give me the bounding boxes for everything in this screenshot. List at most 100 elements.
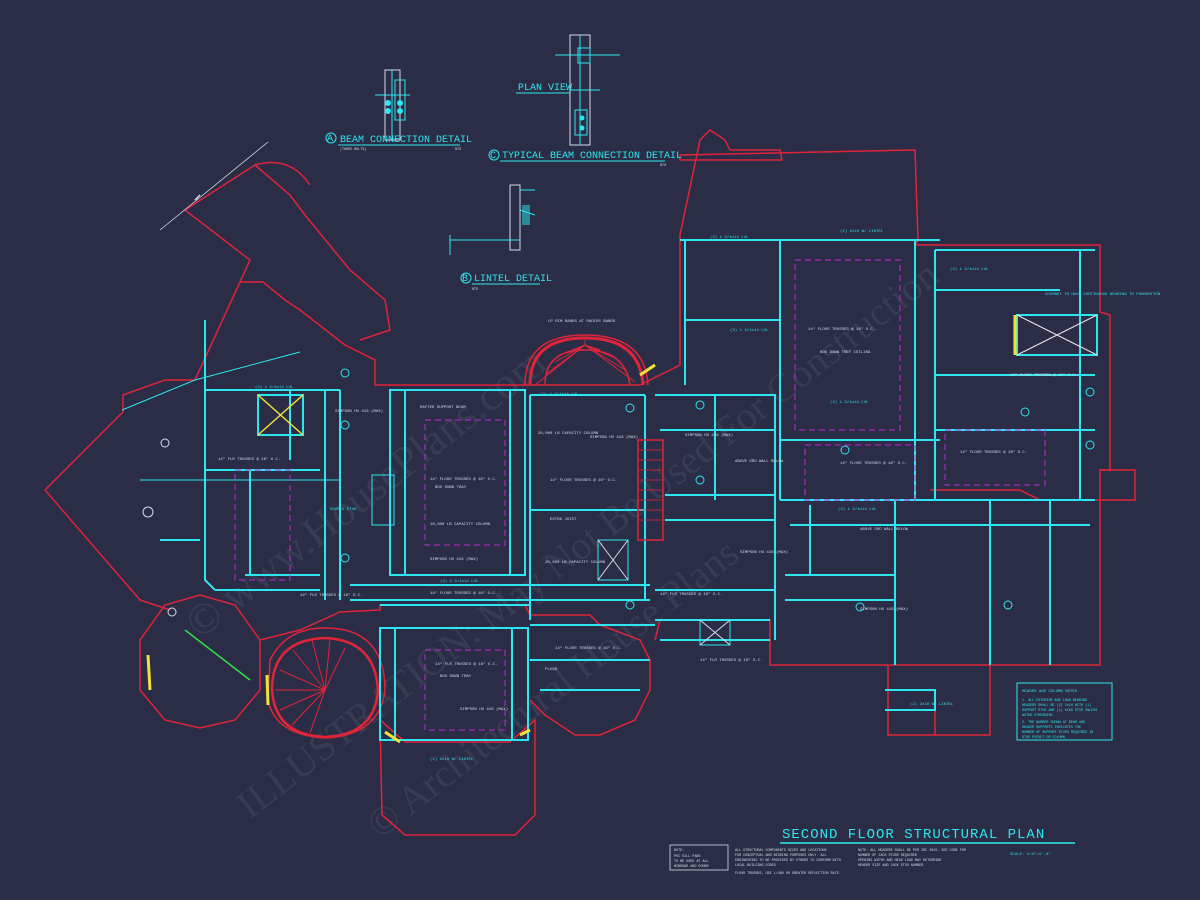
lintel-detail: B LINTEL DETAIL NTS bbox=[449, 184, 552, 292]
stair-boxes bbox=[257, 314, 1098, 646]
typical-beam-detail: PLAN VIEW C TYPICAL BEAM CONNECTION DETA… bbox=[488, 34, 682, 168]
bottom-col2-line-1: NOTE: ALL HEADERS SHALL BE PER IRC 2015.… bbox=[858, 849, 966, 853]
note-box-line-3: WINDOWS AND DOORS bbox=[674, 865, 709, 869]
highlights bbox=[146, 315, 1017, 744]
bottom-col3: FLOOR TRUSSES, USE L/480 OR GREATER DEFL… bbox=[735, 871, 841, 876]
callout-simpson-2: SIMPSON HU 416 (MAX) bbox=[430, 557, 478, 562]
spiral-stair-top bbox=[528, 336, 645, 386]
callout-box-tray-1: BOX DOWN TRAY bbox=[435, 486, 467, 490]
callout-column-3: 20,000 LB CAPACITY COLUMN bbox=[545, 561, 606, 565]
callout-flr-trusses-2: 14" FLR TRUSSES @ 16" O.C. bbox=[300, 593, 362, 598]
plan-view-title: PLAN VIEW bbox=[518, 83, 572, 94]
header-note-line-6: HEADER SUPPORTS INDICATES THE bbox=[1022, 726, 1081, 730]
beam-connection-title: BEAM CONNECTION DETAIL bbox=[340, 135, 472, 146]
note-label: NOTE: bbox=[674, 849, 684, 853]
beam-connection-sub: (THREE BOLTS) bbox=[340, 147, 366, 152]
callout-lvl-7: (2) 1 3/4x14 LVL bbox=[440, 579, 479, 584]
callout-flr-trusses-4: 14" FLR TRUSSES @ 16" O.C. bbox=[218, 457, 280, 462]
header-note-line-3: SUPPORT STUD AND (1) KING STUD UNLESS bbox=[1022, 708, 1097, 713]
callout-flr-trusses-1: 14" FLR TRUSSES @ 16" O.C. bbox=[660, 592, 722, 597]
section-line bbox=[159, 141, 269, 231]
bottom-col1-line-2: FOR CONCEPTUAL AND BIDDING PURPOSES ONLY… bbox=[735, 854, 827, 858]
callout-lvl-1: (2) 1 3/4x14 LVL bbox=[540, 392, 579, 397]
header-note-line-8: STUD POCKET OR COLUMN. bbox=[1022, 736, 1067, 740]
callout-box-tray-2: BOX DOWN TRAY bbox=[440, 675, 472, 679]
callout-floor-trusses-6: 14" FLOOR TRUSSES @ 16" O.C. bbox=[1010, 373, 1077, 378]
structural-beams bbox=[121, 239, 1095, 741]
spiral-stair-bottom bbox=[270, 636, 380, 739]
callout-lp-rim: LP RIM BANDS AT RADIUS BANDS bbox=[548, 320, 616, 324]
bottom-col1-line-4: LOCAL BUILDING CODES bbox=[735, 864, 776, 868]
callout-floor-trusses-1: 14" FLOOR TRUSSES @ 16" O.C. bbox=[430, 477, 497, 482]
lintel-marker: B bbox=[462, 274, 468, 285]
callout-floor-trusses-2: 14" FLOOR TRUSSES @ 16" O.C. bbox=[550, 478, 617, 483]
plan-scale: SCALE: 1/4"=1'-0" bbox=[1010, 852, 1051, 857]
header-note-line-5: 2. THE NUMBER SHOWN AT BEAM AND bbox=[1022, 721, 1085, 725]
column-markers bbox=[142, 368, 1095, 617]
callout-simpson-5: SIMPSON HU 416 (MAX) bbox=[685, 433, 733, 438]
header-note-line-4: NOTED OTHERWISE. bbox=[1022, 714, 1055, 718]
callout-flr-trusses-3: 14" FLR TRUSSES @ 16" O.C. bbox=[700, 658, 762, 663]
typical-beam-marker: C bbox=[490, 151, 496, 162]
typical-beam-nts: NTS bbox=[660, 164, 666, 168]
bottom-col2-line-4: HEADER SIZE AND JACK STUD NUMBER bbox=[858, 864, 923, 868]
central-room-north bbox=[389, 389, 526, 576]
callout-simpson-6: SIMPSON HU 416 (MAX) bbox=[740, 550, 788, 555]
callout-floor-trusses-4: 14" FLOOR TRUSSES @ 16" O.C. bbox=[555, 646, 622, 651]
callout-header-3: (2) 2x10 W/ LINTEL bbox=[430, 757, 474, 762]
beam-callouts: 14" FLOOR TRUSSES @ 16" O.C. 14" FLOOR T… bbox=[218, 229, 1161, 762]
callout-header-1: (2) 2x10 W/ LINTEL bbox=[840, 229, 884, 234]
callout-lvl-6: (2) 1 3/4x14 LVL bbox=[950, 267, 989, 272]
callout-above-wall-2: ABOVE GRD WALL BELOW bbox=[860, 528, 909, 532]
bottom-bay-room bbox=[379, 718, 536, 836]
typical-beam-title: TYPICAL BEAM CONNECTION DETAIL bbox=[502, 151, 682, 162]
callout-flush: FLUSH bbox=[545, 668, 558, 672]
callout-floor-trusses-5: 14" FLOOR TRUSSES @ 16" O.C. bbox=[808, 327, 875, 332]
bottom-col1-line-3: ENGINEERING TO BE PROVIDED BY OTHERS TO … bbox=[735, 859, 841, 863]
callout-above-wall: ABOVE GRD WALL BELOW bbox=[735, 460, 784, 464]
beam-connection-detail: A BEAM CONNECTION DETAIL (THREE BOLTS) N… bbox=[325, 69, 472, 152]
header-note-line-7: NUMBER OF SUPPORT STUDS REQUIRED IN bbox=[1022, 731, 1093, 735]
header-notes-title: HEADER AND COLUMN NOTES bbox=[1022, 690, 1078, 694]
callout-rafter: RAFTER SUPPORT BEAM bbox=[420, 406, 466, 410]
header-column-notes: HEADER AND COLUMN NOTES 1. ALL EXTERIOR … bbox=[1016, 682, 1113, 741]
title-block: SECOND FLOOR STRUCTURAL PLAN SCALE: 1/4"… bbox=[780, 827, 1075, 857]
central-room-south bbox=[379, 627, 529, 741]
beam-detail-marker: A bbox=[327, 134, 333, 145]
callout-lvl-8: (2) 1 3/4x14 LVL bbox=[710, 235, 749, 240]
callout-column-2: 10,000 LB CAPACITY COLUMN bbox=[430, 523, 491, 527]
callout-column: 20,000 LB CAPACITY COLUMN bbox=[538, 432, 599, 436]
beam-connection-nts: NTS bbox=[455, 148, 461, 152]
note-box-line-2: TO BE USED AT ALL bbox=[674, 860, 709, 864]
header-note-line-1: 1. ALL EXTERIOR AND LOAD BEARING bbox=[1022, 699, 1087, 703]
callout-simpson-3: SIMPSON HU 416 (MAX) bbox=[460, 707, 508, 712]
callout-lvl-4: (2) 1 3/4x14 LVL bbox=[830, 400, 869, 405]
callout-simpson-1: SIMPSON HU 416 (MAX) bbox=[590, 435, 638, 440]
callout-flr-trusses-5: 14" FLR TRUSSES @ 16" O.C. bbox=[435, 662, 497, 667]
lintel-nts: NTS bbox=[472, 288, 478, 292]
callout-simpson-4: SIMPSON HU 416 (MAX) bbox=[860, 607, 908, 612]
callout-box-down-tray: BOX DOWN TREY CEILING bbox=[820, 351, 871, 355]
lintel-title: LINTEL DETAIL bbox=[474, 274, 552, 285]
callout-extra-joist: EXTRA JOIST bbox=[550, 518, 577, 522]
callout-lvl-2: (2) 1 3/4x14 LVL bbox=[255, 385, 294, 390]
header-note-line-2: HEADERS SHALL BE (3) 2x10 WITH (1) bbox=[1022, 703, 1091, 708]
bottom-notes: NOTE: PVC SILL PANS TO BE USED AT ALL WI… bbox=[669, 844, 966, 876]
callout-simpson-7: SIMPSON HU 416 (MAX) bbox=[335, 409, 383, 414]
callout-lvl-5: (2) 1 3/4x14 LVL bbox=[838, 507, 877, 512]
callout-lvl-3: (3) 1 3/4x14 LVL bbox=[730, 328, 769, 333]
bottom-col2-line-3: OPENING WIDTH AND HEAD LOAD MAY DETERMIN… bbox=[858, 859, 941, 863]
callout-floor-trusses-3: 14" FLOOR TRUSSES @ 16" O.C. bbox=[430, 591, 497, 596]
bottom-col1-line-1: ALL STRUCTURAL COMPONENTS SIZES AND LOCA… bbox=[735, 849, 827, 853]
callout-floor-trusses-8: 14" FLOOR TRUSSES @ 16" O.C. bbox=[840, 461, 907, 466]
note-box-line-1: PVC SILL PANS bbox=[674, 855, 700, 859]
callout-chimney: CHIMNEY TO HAVE CONTINUOUS BEARING TO FO… bbox=[1045, 293, 1161, 297]
bottom-col2-line-2: NUMBER OF JACK STUDS REQUIRED bbox=[858, 854, 917, 858]
callout-header-2: (2) 2x10 W/ LINTEL bbox=[910, 702, 954, 707]
callout-dbl-stud: DOUBLE STUD bbox=[330, 508, 357, 512]
plan-title: SECOND FLOOR STRUCTURAL PLAN bbox=[782, 827, 1045, 843]
callout-floor-trusses-7: 14" FLOOR TRUSSES @ 16" O.C. bbox=[960, 450, 1027, 455]
left-octagon-room bbox=[139, 594, 261, 729]
